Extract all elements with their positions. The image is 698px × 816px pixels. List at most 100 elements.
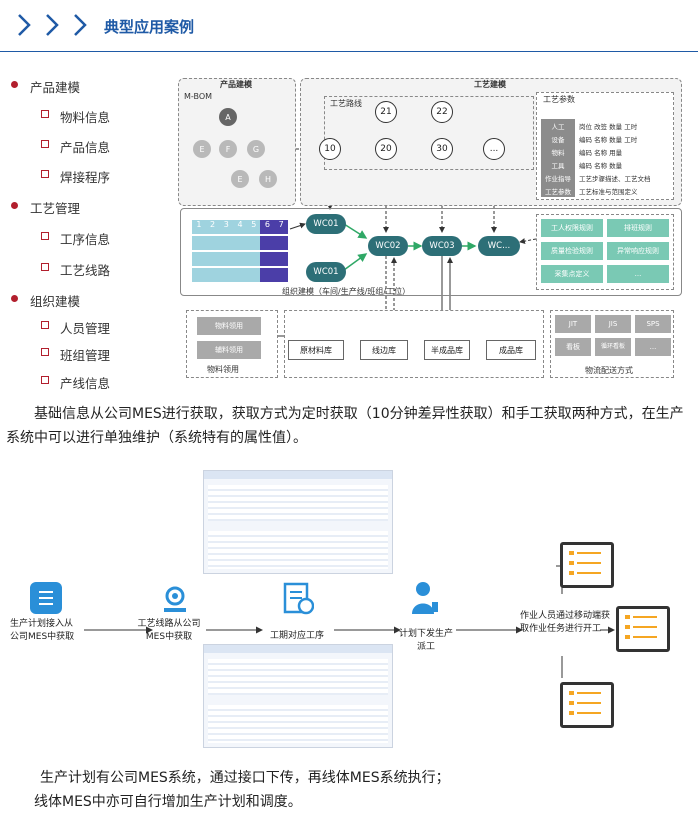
checklist-icon	[282, 580, 315, 616]
station-grid: 1 2 3 4 5 6 7	[192, 220, 288, 284]
mobile-terminal	[560, 542, 614, 588]
params-title: 工艺参数	[543, 95, 575, 104]
process-params-box: 工艺参数 人工岗位 改签 数量 工时 设备编码 名称 数量 工时 物料编码 名称…	[536, 92, 674, 200]
material-app: 辅料领用	[197, 341, 261, 359]
work-center: WC03	[422, 236, 462, 256]
param-row: 设备编码 名称 数量 工时	[541, 132, 665, 145]
step-dispatch-label: 计划下发生产派工	[398, 629, 453, 652]
store-item: 成品库	[486, 340, 536, 360]
logistics-box: JIT JIS SPS 看板 循环看板 ... 物流配送方式	[550, 310, 674, 378]
rule-item: 采集点定义	[541, 265, 603, 283]
logistics-item: 看板	[555, 338, 591, 356]
bom-node: F	[219, 140, 237, 158]
grid-number: 1	[196, 220, 202, 229]
logistics-item: JIT	[555, 315, 591, 333]
material-box: 物料领用 辅料领用 物料领用	[186, 310, 278, 378]
tree-item-personnel: 人员管理	[41, 318, 110, 337]
params-table: 人工岗位 改签 数量 工时 设备编码 名称 数量 工时 物料编码 名称 用量 工…	[541, 119, 669, 199]
tree-item-line: 产线信息	[41, 373, 110, 392]
org-model-label: 组织建模（车间/生产线/班组/工位）	[282, 287, 411, 296]
modeling-diagram: 产品建模 M-BOM A E F G E H 工艺建模 工艺路线 10 20 3…	[178, 74, 682, 384]
route-node: 20	[375, 138, 397, 160]
chevron-right-icon	[72, 12, 88, 38]
tree-item-operation: 工序信息	[41, 229, 110, 248]
route-node: 22	[431, 101, 453, 123]
tree-section-process: 工艺管理	[11, 198, 80, 217]
plan-flow-diagram: 生产计划接入从公司MES中获取 工艺线路从公司MES中获取 工期对应工序 计划下…	[0, 460, 698, 760]
chevron-right-icon	[16, 12, 32, 38]
tree-item-route: 工艺线路	[41, 260, 110, 279]
param-row: 工艺参数工艺标准与范围定义	[541, 184, 665, 197]
worker-icon	[410, 580, 440, 616]
bom-node: G	[247, 140, 265, 158]
tree-item-material: 物料信息	[41, 107, 110, 126]
work-center: WC01	[306, 262, 346, 282]
mes-screenshot	[203, 644, 393, 748]
summary-line-1: 生产计划有公司MES系统，通过接口下传，再线体MES系统执行；	[40, 770, 450, 786]
store-item: 线边库	[360, 340, 408, 360]
page-title: 典型应用案例	[104, 18, 195, 36]
mobile-terminal	[560, 682, 614, 728]
logistics-item: 循环看板	[595, 338, 631, 356]
material-title: 物料领用	[207, 365, 239, 374]
route-node: 21	[375, 101, 397, 123]
section-header: 典型应用案例	[0, 0, 698, 52]
process-model-title: 工艺建模	[474, 80, 506, 89]
logistics-item: ...	[635, 338, 671, 356]
param-row: 作业指导工艺步骤描述、工艺文档	[541, 171, 665, 184]
tree-section-product: 产品建模	[11, 77, 80, 96]
logistics-item: SPS	[635, 315, 671, 333]
grid-number: 6	[264, 220, 270, 229]
route-label: 工艺路线	[330, 99, 362, 108]
route-node: 30	[431, 138, 453, 160]
rules-box: 工人权限规则 排班规则 质量检验规则 异常响应规则 采集点定义 ...	[536, 214, 674, 290]
tree-item-welding: 焊接程序	[41, 167, 110, 186]
material-app: 物料领用	[197, 317, 261, 335]
rule-item: 异常响应规则	[607, 242, 669, 260]
tree-item-team: 班组管理	[41, 345, 110, 364]
param-row: 物料编码 名称 用量	[541, 145, 665, 158]
bom-label: M-BOM	[184, 92, 213, 101]
work-center: WC...	[478, 236, 520, 256]
grid-number: 4	[237, 220, 243, 229]
logistics-item: JIS	[595, 315, 631, 333]
description-paragraph: 基础信息从公司MES进行获取，获取方式为定时获取（10分钟差异性获取）和手工获取…	[6, 406, 684, 446]
rule-item: 排班规则	[607, 219, 669, 237]
bom-node: A	[219, 108, 237, 126]
grid-number: 7	[278, 220, 284, 229]
route-icon	[160, 582, 190, 614]
work-center: WC01	[306, 214, 346, 234]
flow-connectors	[84, 565, 615, 678]
param-row: 工具编码 名称 数量	[541, 158, 665, 171]
bom-node: E	[231, 170, 249, 188]
chevron-right-icon	[44, 12, 60, 38]
mobile-terminal	[616, 606, 670, 652]
step-plan-label: 生产计划接入从公司MES中获取	[10, 619, 75, 642]
param-row: 人工岗位 改签 数量 工时	[541, 119, 665, 132]
rule-item: 质量检验规则	[541, 242, 603, 260]
step-route-label: 工艺线路从公司MES中获取	[137, 619, 201, 642]
route-node: ...	[483, 138, 505, 160]
route-node: 10	[319, 138, 341, 160]
step-match-label: 工期对应工序	[269, 631, 324, 641]
store-item: 半成品库	[424, 340, 470, 360]
logistics-title: 物流配送方式	[585, 366, 633, 375]
plan-icon	[30, 582, 62, 614]
bom-node: E	[193, 140, 211, 158]
grid-number: 5	[251, 220, 257, 229]
rule-item: 工人权限规则	[541, 219, 603, 237]
grid-number: 2	[210, 220, 216, 229]
route-box	[324, 96, 534, 170]
bom-node: H	[259, 170, 277, 188]
grid-number: 3	[223, 220, 229, 229]
mes-screenshot	[203, 470, 393, 574]
tree-item-product: 产品信息	[41, 137, 110, 156]
summary-line-2: 线体MES中亦可自行增加生产计划和调度。	[34, 794, 302, 810]
rule-item: ...	[607, 265, 669, 283]
org-model-box	[180, 208, 682, 296]
tree-section-org: 组织建模	[11, 291, 80, 310]
product-model-title: 产品建模	[220, 80, 252, 89]
step-mobile-label: 作业人员通过移动端获取作业任务进行开工	[520, 611, 611, 634]
store-item: 原材料库	[288, 340, 344, 360]
work-center: WC02	[368, 236, 408, 256]
